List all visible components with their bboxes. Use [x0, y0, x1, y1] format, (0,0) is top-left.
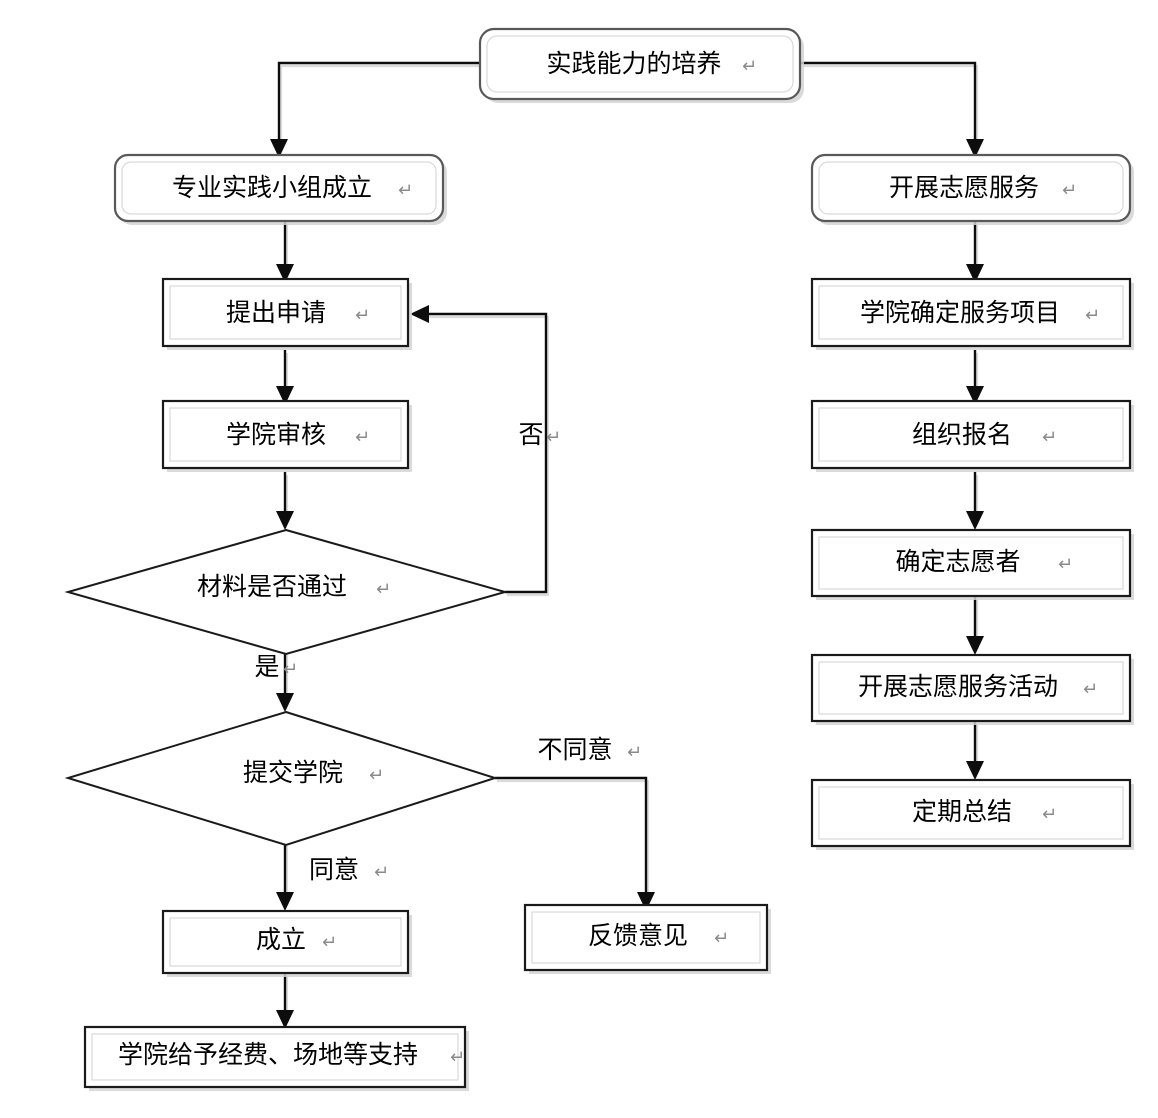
edge-label-disagree-text: 不同意 [537, 735, 612, 764]
pilcrow-l5: ↵ [369, 765, 384, 786]
pilcrow-r6: ↵ [1042, 804, 1057, 825]
node-r4[interactable]: 确定志愿者 ↵ [810, 528, 1134, 600]
edge-l6-to-l7 [276, 970, 294, 1029]
edge-l5-to-l6-agree [276, 843, 294, 911]
pilcrow-r2: ↵ [1085, 305, 1100, 326]
pilcrow-l7: ↵ [450, 1047, 465, 1068]
pilcrow-no: ↵ [546, 427, 561, 448]
pilcrow-l4: ↵ [376, 579, 391, 600]
pilcrow-yes: ↵ [283, 659, 298, 680]
edge-label-no-text: 否 [518, 420, 543, 449]
pilcrow-l2: ↵ [355, 305, 370, 326]
edge-r3-to-r4 [966, 472, 984, 530]
edge-label-agree-text: 同意 [309, 855, 359, 884]
node-r4-label: 确定志愿者 [895, 547, 1020, 576]
node-l4[interactable]: 材料是否通过 ↵ [64, 528, 509, 656]
node-r2[interactable]: 学院确定服务项目 ↵ [810, 277, 1134, 350]
node-l1-label: 专业实践小组成立 [172, 173, 372, 202]
pilcrow-l3: ↵ [355, 427, 370, 448]
pilcrow-r3: ↵ [1042, 427, 1057, 448]
pilcrow-r4: ↵ [1058, 554, 1073, 575]
edge-root-to-l1 [270, 61, 481, 158]
node-l3[interactable]: 学院审核 ↵ [161, 399, 412, 472]
node-l5[interactable]: 提交学院 ↵ [64, 710, 499, 847]
node-r6-label: 定期总结 [912, 797, 1012, 826]
node-r6[interactable]: 定期总结 ↵ [810, 778, 1134, 850]
node-l1[interactable]: 专业实践小组成立 ↵ [113, 153, 447, 225]
node-r1-label: 开展志愿服务 [889, 173, 1039, 202]
edge-label-yes-material: 是 ↵ [254, 652, 298, 681]
node-r2-label: 学院确定服务项目 [860, 298, 1060, 327]
node-l8-label: 反馈意见 [588, 921, 688, 950]
pilcrow-r5: ↵ [1083, 679, 1098, 700]
node-root[interactable]: 实践能力的培养 ↵ [478, 27, 804, 103]
edge-r4-to-r5 [966, 597, 984, 655]
node-l3-label: 学院审核 [226, 420, 326, 449]
edge-label-yes-text: 是 [254, 652, 279, 681]
node-l6-label: 成立 [256, 925, 306, 954]
edge-label-agree: 同意 ↵ [309, 855, 389, 884]
pilcrow-l8: ↵ [714, 928, 729, 949]
node-r1[interactable]: 开展志愿服务 ↵ [810, 153, 1134, 225]
node-l7-label: 学院给予经费、场地等支持 [118, 1040, 418, 1069]
edge-l3-to-l4 [276, 472, 294, 530]
edge-label-disagree: 不同意 ↵ [537, 735, 642, 764]
node-r5-label: 开展志愿服务活动 [858, 672, 1058, 701]
node-r5[interactable]: 开展志愿服务活动 ↵ [810, 653, 1134, 725]
node-root-label: 实践能力的培养 [546, 49, 721, 78]
pilcrow-r1: ↵ [1062, 180, 1077, 201]
edge-l4-to-l2-no [410, 305, 550, 597]
edge-l2-to-l3 [276, 350, 294, 405]
pilcrow-disagree: ↵ [627, 742, 642, 763]
node-l2-label: 提出申请 [226, 298, 326, 327]
node-r3-label: 组织报名 [912, 420, 1012, 449]
node-l2[interactable]: 提出申请 ↵ [161, 277, 412, 350]
edge-r2-to-r3 [966, 350, 984, 405]
pilcrow-root: ↵ [742, 56, 757, 77]
pilcrow-agree: ↵ [374, 862, 389, 883]
edge-root-to-r1 [801, 61, 984, 158]
pilcrow-l6: ↵ [322, 932, 337, 953]
node-l4-label: 材料是否通过 [197, 572, 347, 601]
edge-l4-to-l5-yes [276, 651, 294, 712]
node-l8[interactable]: 反馈意见 ↵ [523, 903, 771, 974]
node-l6[interactable]: 成立 ↵ [161, 909, 412, 977]
node-r3[interactable]: 组织报名 ↵ [810, 399, 1134, 472]
edge-l5-to-l8-disagree [495, 776, 655, 911]
node-l7[interactable]: 学院给予经费、场地等支持 ↵ [83, 1025, 469, 1091]
edge-label-no-material: 否 ↵ [518, 420, 561, 449]
edge-l1-to-l2 [276, 220, 294, 283]
edge-r5-to-r6 [966, 722, 984, 780]
node-l5-label: 提交学院 [243, 758, 343, 787]
pilcrow-l1: ↵ [398, 180, 413, 201]
edge-r1-to-r2 [966, 220, 984, 283]
